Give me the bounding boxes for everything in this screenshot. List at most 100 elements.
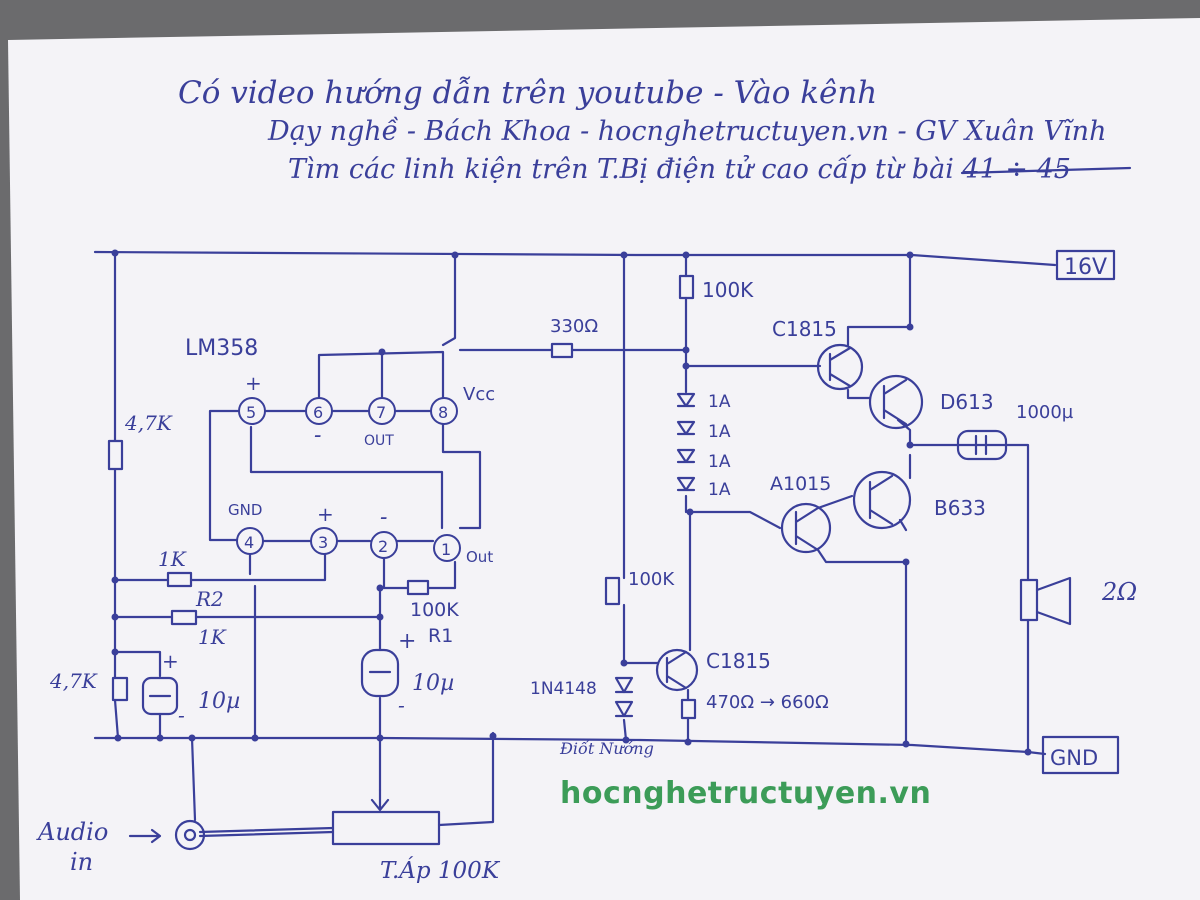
diode-4-label: 1A (708, 480, 731, 500)
ic-pin-7-num: 7 (376, 403, 386, 422)
transistor-d613 (868, 374, 924, 430)
ic-pin-4-num: 4 (244, 533, 254, 552)
ic-pin2-minus: - (380, 505, 387, 530)
transistor-c1815-top (816, 343, 864, 391)
cap-mid-value: 10µ (412, 671, 454, 696)
speaker-label: 2Ω (1101, 578, 1137, 606)
ic-pin-6-num: 6 (313, 403, 323, 422)
resistor-4k7-top-label: 4,7K (124, 411, 173, 435)
pot-right-wire (437, 731, 495, 827)
gnd-label: GND (1050, 746, 1098, 770)
speaker-icon (1019, 576, 1072, 626)
diode-1n4148 (614, 676, 634, 718)
resistor-100k-bias-label: 100K (628, 569, 675, 590)
note-underline (960, 166, 1132, 175)
output-top-wires (684, 253, 1030, 754)
note-line-1: Có video hướng dẫn trên youtube - Vào kê… (178, 75, 877, 111)
diode-3-label: 1A (708, 452, 731, 472)
ic-pin-3-num: 3 (318, 533, 328, 552)
c1815-bottom-label: C1815 (706, 649, 771, 673)
cap-mid-plus: + (398, 629, 416, 654)
ic-pin6-minus: - (314, 423, 321, 448)
ic-pin-8-num: 8 (438, 403, 448, 422)
ic-pin5-plus: + (245, 371, 262, 395)
cap-left-value: 10µ (198, 689, 240, 714)
resistor-470-label: 470Ω → 660Ω (706, 692, 829, 713)
audio-in-label: Audio (36, 818, 108, 846)
resistor-100k-bias (604, 576, 621, 606)
note-line-2: Dạy nghề - Bách Khoa - hocnghetructuyen.… (267, 116, 1106, 147)
ic-vcc-label: Vcc (463, 384, 495, 405)
cap-mid-minus: - (398, 693, 405, 717)
ic-pin-1-num: 1 (441, 540, 451, 559)
diode-1-label: 1A (708, 392, 731, 412)
c1000u-label: 1000µ (1016, 402, 1074, 423)
a1015-label: A1015 (770, 473, 831, 495)
left-bus (113, 250, 120, 740)
pot-wiper (370, 788, 390, 812)
resistor-100k-top-label: 100K (702, 278, 754, 302)
ic-name: LM358 (185, 336, 258, 361)
diode-note: Điốt Nướng (559, 739, 654, 758)
audio-cable (198, 826, 335, 838)
diode-chain-wire (684, 253, 782, 530)
r1-label: R1 (428, 625, 453, 647)
diode-2-label: 1A (708, 422, 731, 442)
ic-pin-5-num: 5 (246, 403, 256, 422)
watermark: hocnghetructuyen.vn (560, 776, 931, 811)
capacitor-1000u (956, 429, 1008, 461)
ic-pin-4 (236, 527, 264, 555)
resistor-r2-value: 1K (198, 625, 227, 649)
audio-ground-wire (190, 736, 197, 822)
resistor-4k7-top (107, 439, 124, 471)
ic-pin-8 (430, 397, 458, 425)
c1815-top-label: C1815 (772, 317, 837, 341)
ic-pin-3 (310, 527, 338, 555)
diode-1n4148-label: 1N4148 (530, 679, 597, 699)
junction-dots (111, 249, 1032, 756)
resistor-100k-top (678, 274, 695, 300)
transistor-a1015 (780, 502, 832, 554)
audio-arrow (128, 828, 162, 844)
transistor-c1815-bottom (655, 648, 699, 692)
note-line-3: Tìm các linh kiện trên T.Bị điện tử cao … (288, 153, 1071, 185)
vcc-feed (441, 253, 457, 347)
gnd-terminal: GND (1041, 735, 1120, 775)
ic-pin-6 (305, 397, 333, 425)
ic-pin-5 (238, 397, 266, 425)
d613-label: D613 (940, 390, 994, 414)
ic-pin3-plus: + (317, 502, 334, 526)
resistor-r2 (170, 609, 198, 626)
ic-pin-1 (433, 534, 461, 562)
resistor-feedback-value: 100K (410, 599, 459, 621)
paper-sheet (8, 18, 1200, 900)
resistor-4k7-bottom-label: 4,7K (49, 669, 98, 693)
r1-wire (382, 556, 457, 590)
resistor-470 (680, 698, 697, 720)
resistor-330-label: 330Ω (550, 316, 598, 337)
ic-pin1-out: Out (466, 548, 493, 566)
pot-label: T.Áp 100K (380, 857, 501, 884)
ic-pin-2-num: 2 (378, 537, 388, 556)
ic-pin7-out: OUT (364, 433, 394, 449)
c1815-bot-wires (622, 510, 692, 744)
resistor-330 (550, 342, 574, 359)
transistor-b633 (852, 470, 912, 530)
resistor-1k-label: 1K (158, 547, 187, 571)
v16-label: 16V (1064, 255, 1107, 280)
resistor-100k-feedback (406, 579, 430, 596)
diode-chain (676, 392, 696, 492)
cap-left-plus: + (162, 649, 179, 673)
v16-terminal: 16V (1055, 249, 1116, 281)
resistor-4k7-bottom (111, 676, 129, 702)
positive-rail (93, 250, 1057, 267)
audio-jack-icon (174, 819, 206, 851)
ic-gnd-label: GND (228, 501, 262, 519)
cap-left-minus: - (178, 703, 185, 727)
resistor-r2-label: R2 (195, 587, 224, 611)
audio-in-label-2: in (70, 848, 93, 876)
wire-1k (113, 550, 327, 582)
ic-pin-7 (368, 397, 396, 425)
b633-label: B633 (934, 496, 986, 520)
